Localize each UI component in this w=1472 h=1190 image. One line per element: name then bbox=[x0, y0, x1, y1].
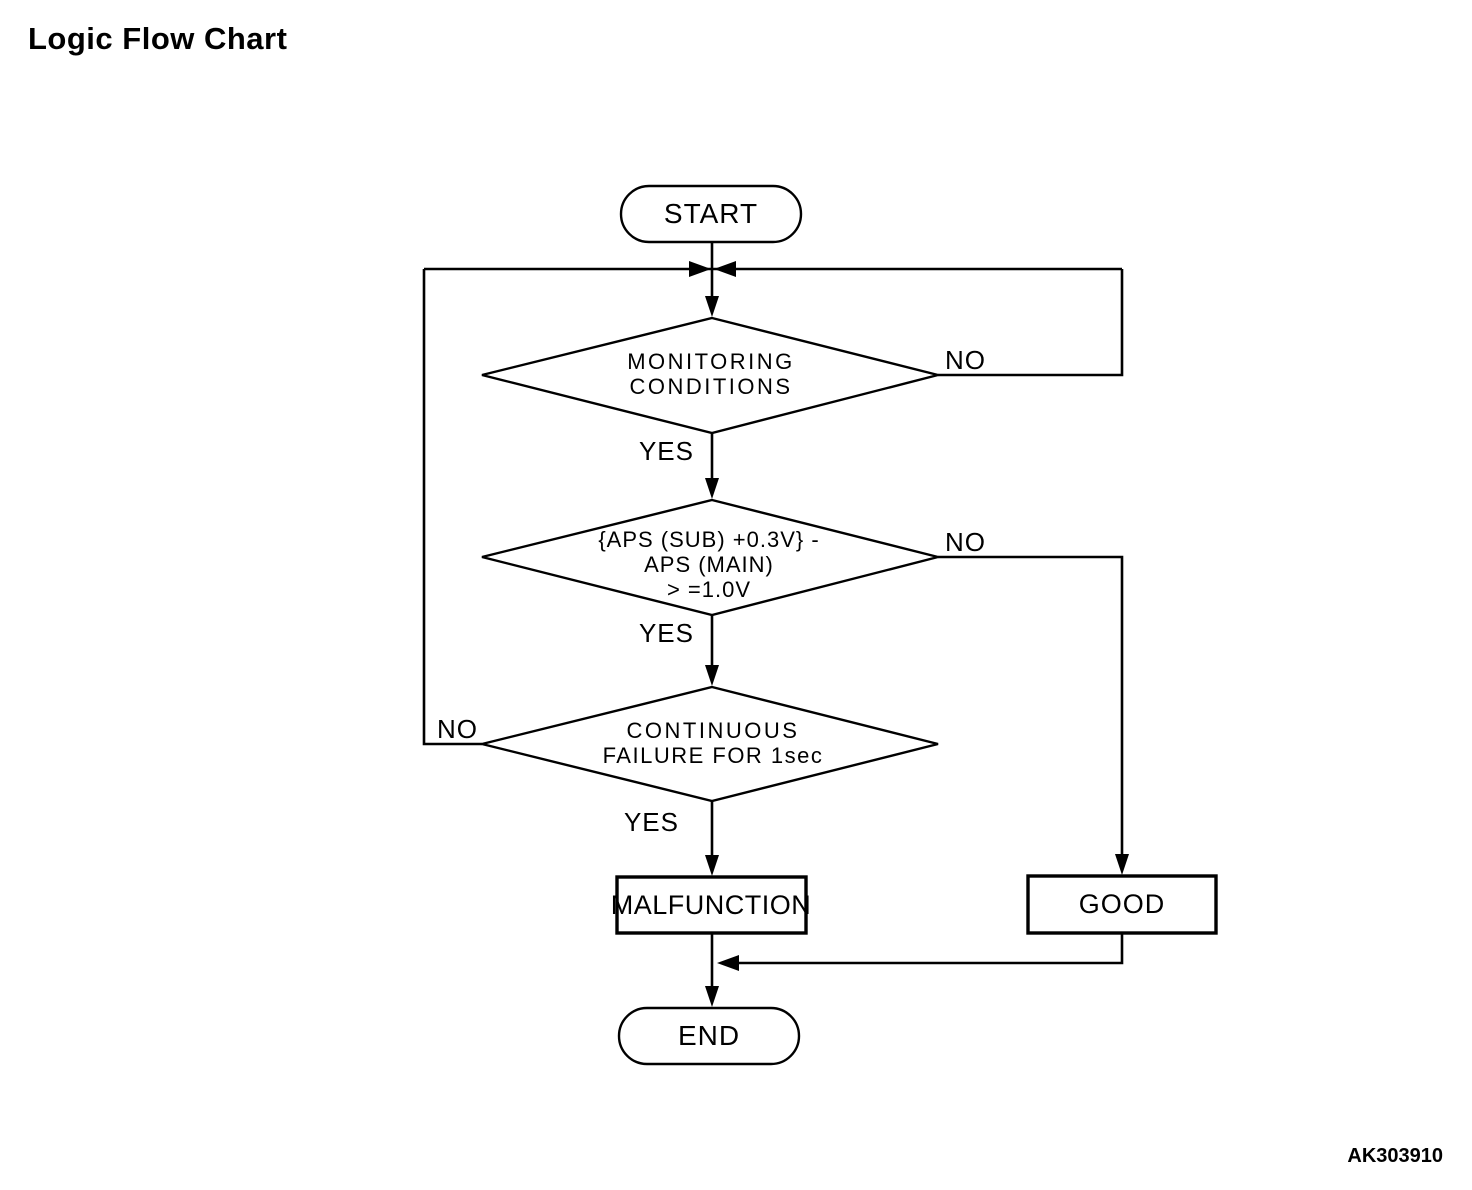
arrow-down-icon bbox=[705, 665, 719, 686]
malfunction-box-shape bbox=[615, 875, 808, 935]
start-terminator-shape bbox=[619, 184, 803, 244]
arrow-down-icon bbox=[705, 296, 719, 317]
label-continuous-no: NO bbox=[437, 714, 478, 744]
node-malfunction: MALFUNCTION bbox=[611, 875, 812, 935]
arrow-down-icon bbox=[705, 855, 719, 876]
edge-continuous-no bbox=[422, 269, 482, 746]
node-start: START bbox=[619, 184, 803, 244]
node-good: GOOD bbox=[1026, 874, 1218, 935]
monitoring-line-1: MONITORING bbox=[627, 349, 795, 374]
page-title: Logic Flow Chart bbox=[28, 21, 287, 56]
malfunction-label: MALFUNCTION bbox=[611, 890, 812, 920]
monitoring-line-2: CONDITIONS bbox=[629, 374, 792, 399]
arrow-down-icon bbox=[1115, 854, 1129, 875]
continuous-line-2: FAILURE FOR 1sec bbox=[603, 743, 824, 768]
label-monitoring-no: NO bbox=[945, 345, 986, 375]
aps-decision-shape bbox=[481, 498, 939, 617]
arrow-left-icon bbox=[717, 955, 739, 971]
end-terminator-shape bbox=[617, 1006, 801, 1066]
node-end: END bbox=[617, 1006, 801, 1066]
aps-line-3: > =1.0V bbox=[667, 577, 751, 602]
node-continuous-failure: CONTINUOUS FAILURE FOR 1sec bbox=[481, 685, 939, 803]
figure-code: AK303910 bbox=[1347, 1145, 1443, 1167]
good-box-shape bbox=[1026, 874, 1218, 935]
aps-line-1: {APS (SUB) +0.3V} - bbox=[598, 527, 819, 552]
node-monitoring-conditions: MONITORING CONDITIONS bbox=[481, 316, 939, 435]
node-aps-comparison: {APS (SUB) +0.3V} - APS (MAIN) > =1.0V bbox=[481, 498, 939, 617]
end-label: END bbox=[678, 1020, 740, 1051]
edge-aps-no bbox=[938, 555, 1124, 858]
arrow-down-icon bbox=[705, 986, 719, 1007]
start-label: START bbox=[664, 198, 758, 229]
continuous-decision-shape bbox=[481, 685, 939, 803]
arrow-down-icon bbox=[705, 478, 719, 499]
aps-line-2: APS (MAIN) bbox=[644, 552, 774, 577]
label-continuous-yes: YES bbox=[624, 807, 679, 837]
label-monitoring-yes: YES bbox=[639, 436, 694, 466]
label-aps-yes: YES bbox=[639, 618, 694, 648]
arrow-left-icon bbox=[714, 261, 736, 277]
continuous-line-1: CONTINUOUS bbox=[627, 718, 800, 743]
arrow-right-icon bbox=[689, 261, 711, 277]
edge-good-join bbox=[737, 933, 1124, 965]
monitoring-decision-shape bbox=[481, 316, 939, 435]
good-label: GOOD bbox=[1079, 889, 1166, 919]
edge-monitoring-no bbox=[938, 269, 1124, 377]
label-aps-no: NO bbox=[945, 527, 986, 557]
